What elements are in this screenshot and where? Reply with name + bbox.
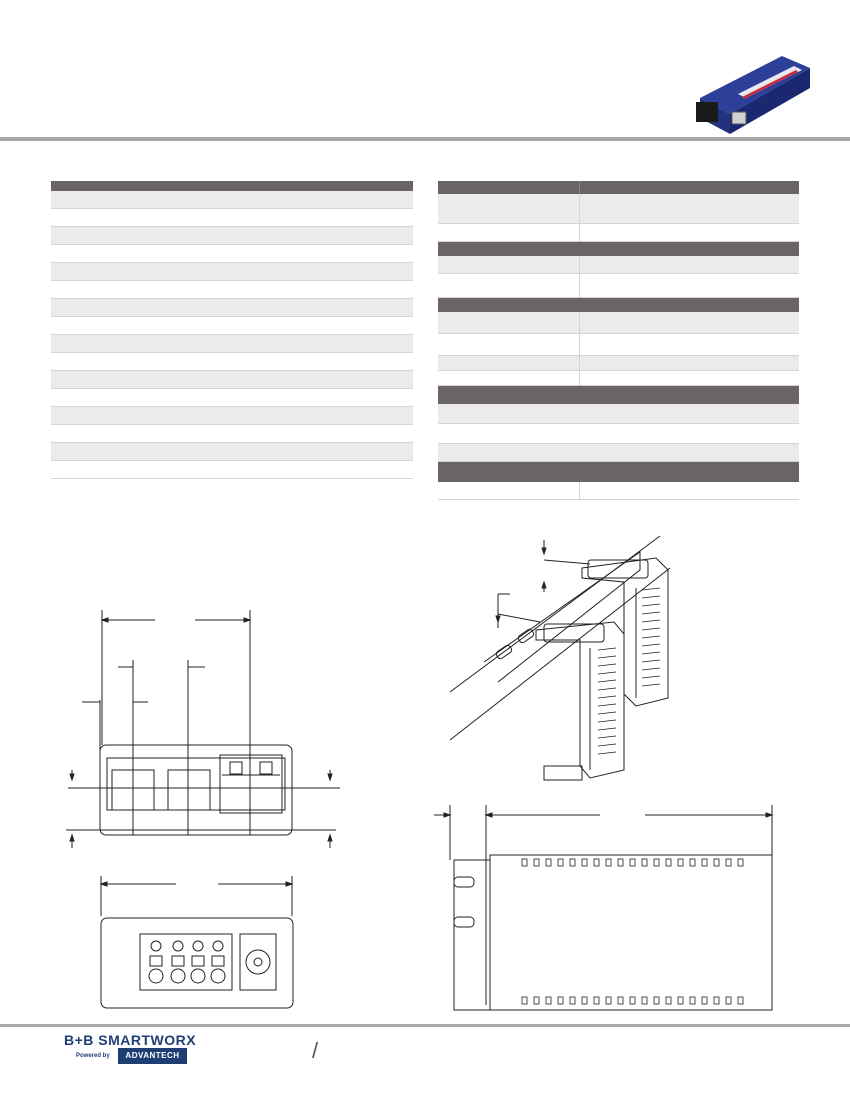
brand-logo: B+B SMARTWORX Powered by ADVANTECH bbox=[64, 1032, 204, 1068]
section-header-bar bbox=[438, 242, 799, 256]
table-row bbox=[51, 317, 413, 335]
table-row bbox=[438, 224, 799, 242]
table-row bbox=[51, 299, 413, 317]
table-row bbox=[51, 461, 413, 479]
table-row bbox=[51, 425, 413, 443]
table-row bbox=[51, 407, 413, 425]
footer-separator: / bbox=[312, 1038, 319, 1063]
table-row bbox=[438, 482, 799, 500]
table-row bbox=[438, 312, 799, 334]
spec-table-left bbox=[51, 181, 413, 479]
product-photo bbox=[690, 40, 814, 136]
footer-rule bbox=[0, 1024, 850, 1027]
table-header-bar bbox=[438, 181, 799, 194]
table-row bbox=[51, 371, 413, 389]
din-rail-mount-drawing bbox=[440, 530, 680, 790]
table-row bbox=[51, 443, 413, 461]
rear-view-drawing bbox=[98, 876, 298, 1011]
table-row bbox=[438, 424, 799, 444]
table-row bbox=[51, 389, 413, 407]
section-header-bar bbox=[438, 298, 799, 312]
brand-name: B+B SMARTWORX bbox=[64, 1032, 197, 1048]
section-header-bar bbox=[438, 386, 799, 404]
header-rule bbox=[0, 137, 850, 141]
table-row bbox=[51, 281, 413, 299]
section-header-bar bbox=[438, 462, 799, 482]
table-row bbox=[51, 335, 413, 353]
table-row bbox=[51, 263, 413, 281]
spec-table-right bbox=[438, 181, 799, 500]
table-row bbox=[51, 209, 413, 227]
table-row bbox=[51, 191, 413, 209]
table-row bbox=[438, 404, 799, 424]
table-row bbox=[438, 371, 799, 386]
side-view-drawing bbox=[430, 805, 780, 1015]
table-row bbox=[438, 356, 799, 371]
table-row bbox=[51, 245, 413, 263]
table-row bbox=[51, 227, 413, 245]
table-row bbox=[51, 353, 413, 371]
powered-by-label: Powered by bbox=[76, 1053, 110, 1059]
table-row bbox=[438, 334, 799, 356]
front-view-drawing bbox=[60, 610, 340, 850]
table-header-bar bbox=[51, 181, 413, 191]
table-row bbox=[438, 444, 799, 462]
table-row bbox=[438, 194, 799, 224]
table-row bbox=[438, 256, 799, 274]
table-row bbox=[438, 274, 799, 298]
advantech-badge: ADVANTECH bbox=[118, 1048, 187, 1064]
